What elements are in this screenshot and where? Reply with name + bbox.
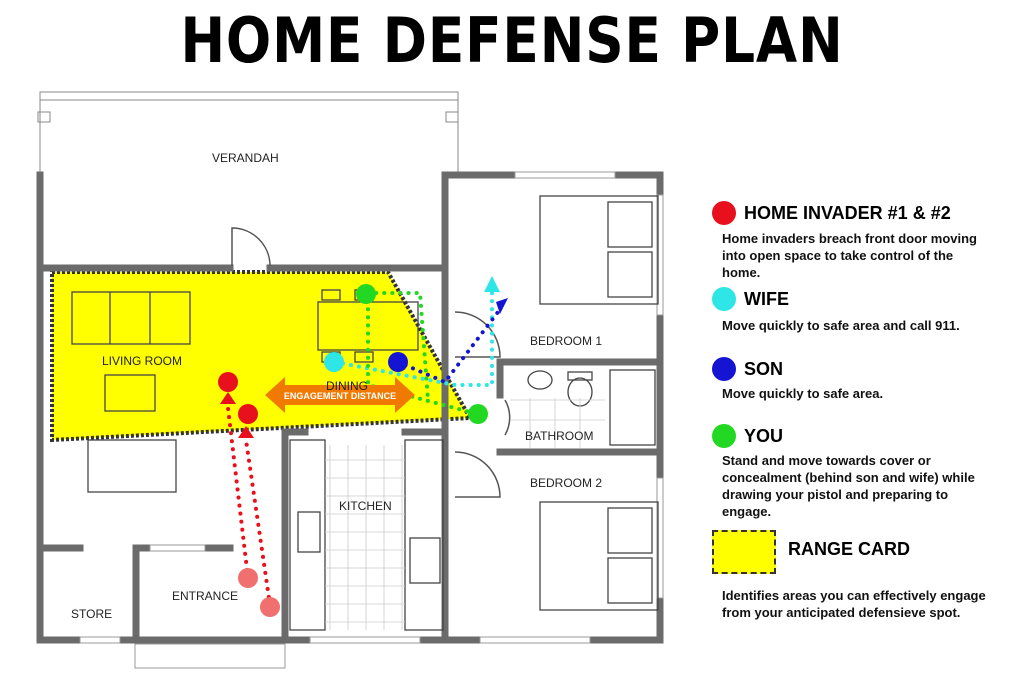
label-store: STORE — [71, 607, 112, 621]
bed-1 — [539, 195, 659, 305]
windows — [79, 171, 664, 644]
label-kitchen: KITCHEN — [339, 499, 392, 513]
legend-wife-label: WIFE — [744, 289, 789, 309]
son-dot-icon — [712, 357, 736, 381]
sofa — [71, 291, 191, 345]
armchair — [87, 439, 177, 493]
label-entrance: ENTRANCE — [172, 589, 238, 603]
legend-son-desc: Move quickly to safe area. — [722, 386, 884, 401]
wife-dot-icon — [712, 287, 736, 311]
legend-you-desc: Stand and move towards cover or concealm… — [722, 453, 975, 519]
label-bathroom: BATHROOM — [525, 429, 593, 443]
invader-2-start-dot — [260, 597, 280, 617]
page-title: HOME DEFENSE PLAN — [180, 4, 844, 77]
you-dot — [356, 284, 376, 304]
coffee-table — [104, 374, 156, 412]
you-dot-icon — [712, 424, 736, 448]
label-verandah: VERANDAH — [212, 151, 279, 165]
engagement-distance-label: ENGAGEMENT DISTANCE — [284, 391, 396, 401]
legend-invader-desc: Home invaders breach front door moving i… — [722, 231, 977, 280]
bathroom-tiles — [510, 398, 605, 448]
floor-plan: VERANDAH LIVING ROOM DINING BEDROOM 1 BA… — [36, 91, 664, 669]
label-bedroom-1: BEDROOM 1 — [530, 334, 602, 348]
shower — [609, 369, 656, 446]
stove — [409, 537, 441, 584]
invader-1-start-dot — [238, 568, 258, 588]
sink — [297, 511, 321, 553]
invader-paths — [226, 406, 272, 607]
engagement-distance-arrow — [265, 377, 415, 413]
basin — [527, 370, 553, 390]
wife-arrow — [484, 276, 500, 292]
invader-2-dot — [238, 404, 258, 424]
label-dining: DINING — [326, 379, 368, 393]
verandah-area — [37, 91, 459, 172]
invader-dot-icon — [712, 201, 736, 225]
label-living-room: LIVING ROOM — [102, 354, 182, 368]
bed-2 — [539, 501, 659, 611]
legend-range-label: RANGE CARD — [788, 539, 911, 559]
label-bedroom-2: BEDROOM 2 — [530, 476, 602, 490]
legend-wife-desc: Move quickly to safe area and call 911. — [722, 318, 960, 333]
son-arrow — [496, 298, 508, 314]
you-path — [366, 291, 472, 414]
range-card-swatch-icon — [712, 530, 776, 574]
son-path — [396, 310, 500, 385]
entry-steps — [134, 643, 286, 669]
you-end-dot — [468, 404, 488, 424]
kitchen-counter-right — [404, 439, 444, 631]
kitchen-counter-left — [289, 439, 326, 631]
wife-dot — [324, 352, 344, 372]
son-dot — [388, 352, 408, 372]
legend-invader-label: HOME INVADER #1 & #2 — [744, 203, 951, 223]
legend-son-label: SON — [744, 359, 784, 379]
legend-you-label: YOU — [744, 426, 784, 446]
kitchen-tiles — [325, 445, 405, 630]
invader-1-dot — [218, 372, 238, 392]
invader-arrow-2 — [238, 426, 254, 438]
legend-range-desc: Identifies areas you can effectively eng… — [722, 588, 986, 620]
invader-arrow-1 — [220, 392, 236, 404]
